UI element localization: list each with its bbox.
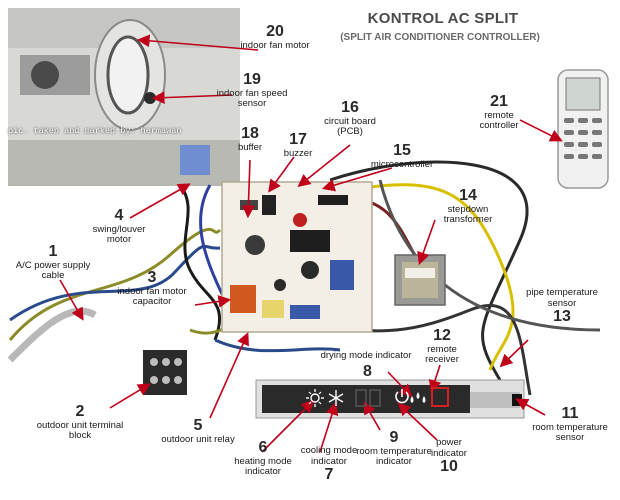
callout-13-number: 13 xyxy=(553,308,571,326)
photo-watermark: pic. taken and marked by: hermawan xyxy=(8,126,182,136)
power-icon xyxy=(395,389,409,404)
display-icons xyxy=(306,387,449,407)
callout-19-text: indoor fan speed sensor xyxy=(216,87,288,110)
callout-18-text: buffer xyxy=(237,141,263,153)
callout-4-text: swing/louver motor xyxy=(92,223,146,246)
callout-3: 3 indoor fan motor capacitor xyxy=(112,269,192,308)
callout-12-number: 12 xyxy=(433,327,451,344)
callout-21-number: 21 xyxy=(490,93,508,110)
sun-icon xyxy=(306,389,324,407)
callout-1-number: 1 xyxy=(48,243,58,260)
callout-5-text: outdoor unit relay xyxy=(161,433,235,445)
callout-14: 14 stepdown transformer xyxy=(428,187,508,226)
temperature-digits xyxy=(355,389,381,407)
callout-4-number: 4 xyxy=(114,207,124,224)
callout-21-text: remote controller xyxy=(479,109,519,132)
callout-15-text: microcontroller xyxy=(370,158,434,170)
callout-15: 15 microcontroller xyxy=(362,142,442,170)
callout-7-text: cooling mode indicator xyxy=(300,445,358,467)
callout-14-number: 14 xyxy=(459,187,477,204)
callout-18-number: 18 xyxy=(241,125,259,142)
callout-8-text: drying mode indicator xyxy=(320,350,412,361)
callout-1-text: A/C power supply cable xyxy=(15,259,91,282)
callout-13-text: pipe temperature sensor xyxy=(526,287,598,309)
callout-8-number: 8 xyxy=(363,362,372,380)
display-panel xyxy=(255,379,525,419)
callout-19-number: 19 xyxy=(243,71,261,88)
callout-5: 5 outdoor unit relay xyxy=(158,417,238,445)
callout-20: 20 indoor fan motor xyxy=(238,23,312,51)
callout-2: 2 outdoor unit terminal block xyxy=(35,403,125,442)
terminal-block xyxy=(143,350,187,395)
callout-16-text: circuit board (PCB) xyxy=(324,115,376,138)
snowflake-icon xyxy=(328,390,344,406)
callout-3-number: 3 xyxy=(147,269,157,286)
callout-10-number: 10 xyxy=(440,458,458,476)
callout-6: 6 heating mode indicator xyxy=(226,439,300,478)
circuit-board xyxy=(221,181,373,333)
callout-14-text: stepdown transformer xyxy=(443,203,493,226)
callout-20-number: 20 xyxy=(266,23,284,40)
callout-5-number: 5 xyxy=(193,417,203,434)
callout-2-number: 2 xyxy=(75,403,85,420)
callout-4: 4 swing/louver motor xyxy=(84,207,154,246)
callout-9-number: 9 xyxy=(389,429,399,446)
callout-19: 19 indoor fan speed sensor xyxy=(212,71,292,110)
callout-10: power indicator 10 xyxy=(418,437,480,476)
callout-7: cooling mode indicator 7 xyxy=(292,445,366,484)
callout-arrows xyxy=(59,34,563,453)
callout-7-number: 7 xyxy=(324,466,334,484)
callout-18: 18 buffer xyxy=(230,125,270,153)
receiver-window xyxy=(431,387,449,407)
callout-15-number: 15 xyxy=(393,142,411,159)
callout-3-text: indoor fan motor capacitor xyxy=(117,285,187,308)
callout-9: 9 room temperature indicator xyxy=(356,429,432,468)
callout-11: 11 room temperature sensor xyxy=(530,405,610,444)
callout-10-text: power indicator xyxy=(431,437,467,459)
callout-11-text: room temperature sensor xyxy=(532,421,608,444)
callout-17-text: buzzer xyxy=(283,147,313,159)
power-cable xyxy=(7,307,97,363)
callout-9-text: room temperature indicator xyxy=(356,445,432,468)
callout-1: 1 A/C power supply cable xyxy=(8,243,98,282)
indoor-unit-photo xyxy=(8,8,240,186)
callout-12: 12 remote receiver xyxy=(414,327,470,366)
callout-17: 17 buzzer xyxy=(278,131,318,159)
transformer xyxy=(394,254,446,306)
callout-6-number: 6 xyxy=(258,439,268,456)
callout-6-text: heating mode indicator xyxy=(234,455,292,478)
remote-controller xyxy=(557,69,609,189)
callout-2-text: outdoor unit terminal block xyxy=(36,419,124,442)
callout-20-text: indoor fan motor xyxy=(240,39,310,51)
callout-8: drying mode indicator 8 xyxy=(316,345,416,381)
callout-17-number: 17 xyxy=(289,131,307,148)
callout-13: pipe temperature sensor 13 xyxy=(520,287,604,326)
callout-21: 21 remote controller xyxy=(466,93,532,132)
diagram-subtitle: (SPLIT AIR CONDITIONER CONTROLLER) xyxy=(340,32,540,43)
callout-16: 16 circuit board (PCB) xyxy=(318,99,382,138)
callout-11-number: 11 xyxy=(561,405,579,422)
callout-12-text: remote receiver xyxy=(425,343,459,366)
callout-16-number: 16 xyxy=(341,99,359,116)
diagram-title: KONTROL AC SPLIT xyxy=(367,10,519,27)
drop-icon xyxy=(410,392,426,403)
